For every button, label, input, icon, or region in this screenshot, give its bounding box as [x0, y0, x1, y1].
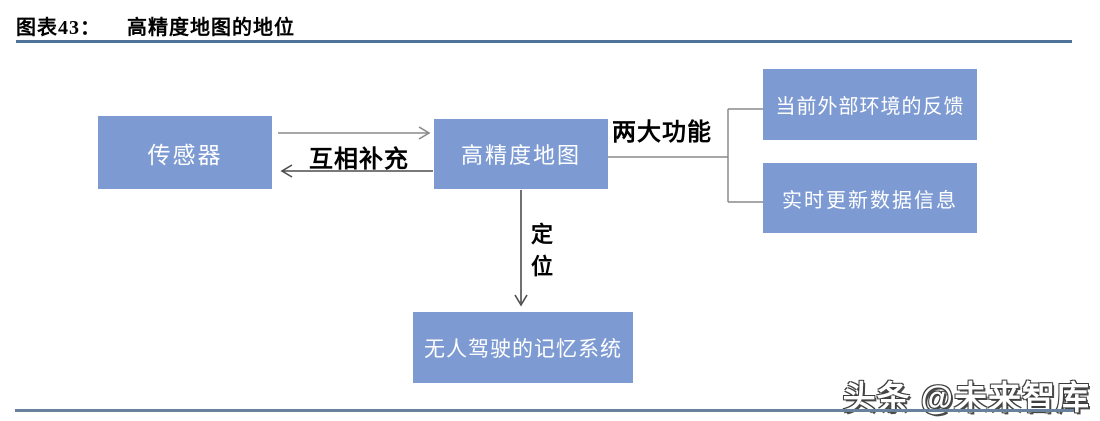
title-underline-rule: [16, 40, 1072, 43]
node-environment-feedback-label: 当前外部环境的反馈: [775, 96, 965, 118]
node-hd-map-label: 高精度地图: [460, 143, 581, 168]
figure-title-text: 高精度地图的地位: [127, 17, 295, 39]
node-memory-system-label: 无人驾驶的记忆系统: [424, 336, 622, 361]
edge-label-positioning: 定位: [530, 222, 553, 279]
node-memory-system: 无人驾驶的记忆系统: [413, 312, 633, 383]
figure-bottom-rule: [15, 409, 1074, 412]
node-environment-feedback: 当前外部环境的反馈: [763, 69, 977, 140]
positioning-arrow: [514, 190, 528, 307]
figure-title: 图表43： 高精度地图的地位: [16, 11, 295, 40]
edge-label-two-functions: 两大功能: [612, 120, 712, 146]
node-sensor: 传感器: [98, 116, 272, 189]
figure-number: 图表43：: [16, 17, 101, 39]
node-hd-map: 高精度地图: [434, 119, 608, 189]
node-realtime-update: 实时更新数据信息: [763, 163, 977, 233]
edge-label-mutual-complement: 互相补充: [309, 147, 409, 173]
mutual-arrow-right: [278, 126, 431, 140]
node-realtime-update-label: 实时更新数据信息: [782, 189, 958, 212]
node-sensor-label: 传感器: [147, 142, 223, 168]
